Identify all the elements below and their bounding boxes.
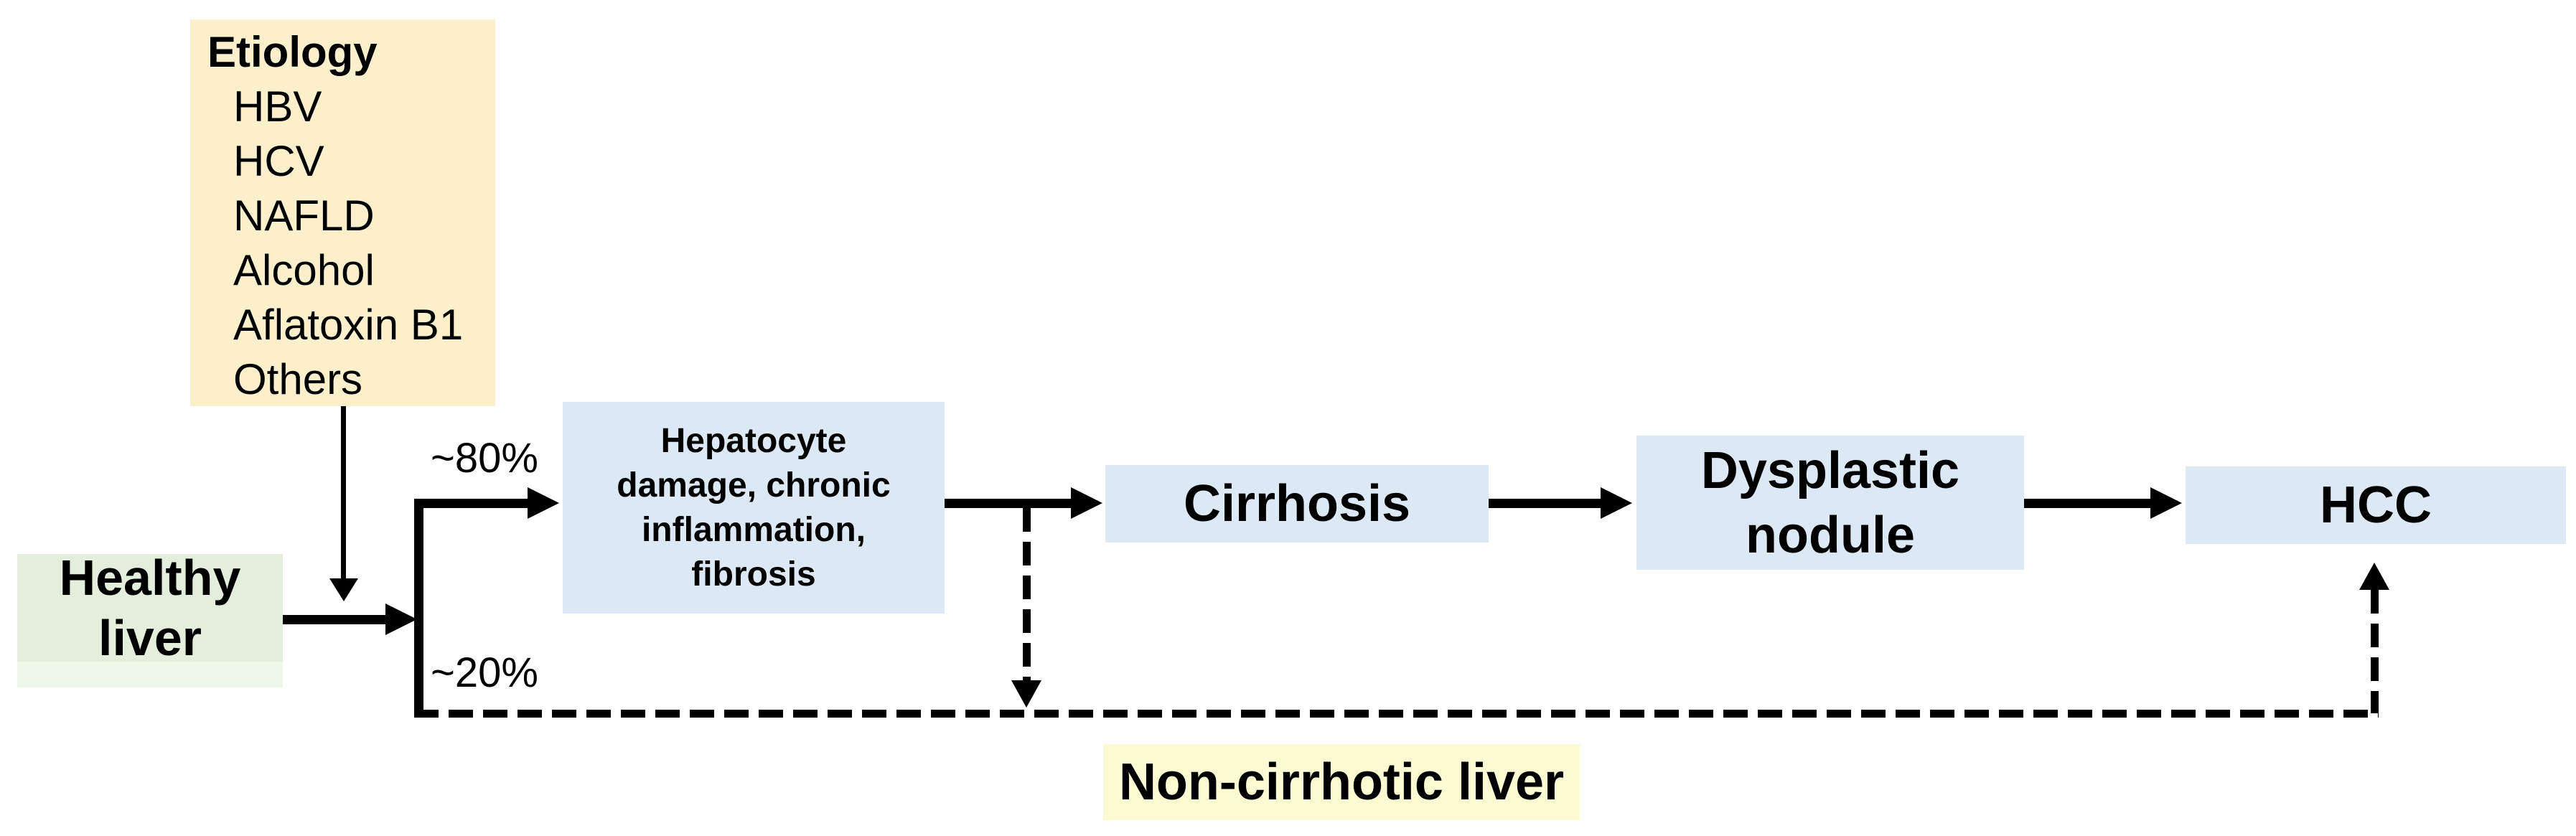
hepatocyte-to-cirrhosis-arrow-shaft — [945, 499, 1072, 508]
etiology-arrow-head-icon — [329, 578, 358, 601]
cirrhosis-label: Cirrhosis — [1183, 475, 1411, 532]
chain-to-noncirrhotic-arrow-head-icon — [1011, 680, 1041, 708]
dysplastic-nodule-label: Dysplastic nodule — [1700, 441, 1960, 564]
noncirrhotic-to-hcc-arrow-head-icon — [2359, 563, 2389, 590]
noncirrhotic-dashed-line — [414, 710, 2379, 718]
etiology-title: Etiology — [207, 28, 378, 76]
etiology-item-others: Others — [233, 355, 363, 403]
branch-to-hepatocyte-arrow-head-icon — [528, 487, 559, 519]
hepatocyte-damage-label: Hepatocyte damage, chronic inflammation,… — [617, 421, 891, 593]
dysplastic-nodule-box: Dysplastic nodule — [1636, 436, 2024, 570]
healthy-liver-box-accent — [17, 662, 283, 687]
healthy-liver-label: Healthy liver — [59, 550, 241, 666]
branch-to-hepatocyte-arrow-shaft — [414, 499, 529, 508]
cirrhosis-box: Cirrhosis — [1105, 465, 1489, 543]
etiology-item-aflatoxin: Aflatoxin B1 — [233, 301, 464, 349]
non-cirrhotic-liver-label: Non-cirrhotic liver — [1118, 753, 1565, 811]
branch-vertical-line — [414, 499, 423, 718]
etiology-box: Etiology HBV HCV NAFLD Alcohol Aflatoxin… — [190, 19, 495, 406]
noncirrhotic-to-hcc-dashed-shaft — [2371, 590, 2379, 713]
etiology-item-nafld: NAFLD — [233, 192, 375, 240]
etiology-arrow-shaft — [341, 406, 346, 580]
hcc-label: HCC — [2320, 476, 2432, 534]
chain-to-noncirrhotic-dashed-shaft — [1023, 508, 1031, 682]
pct-20-label: ~20% — [431, 649, 538, 696]
non-cirrhotic-liver-box: Non-cirrhotic liver — [1103, 744, 1580, 820]
pct-80-label: ~80% — [431, 435, 538, 482]
etiology-item-hbv: HBV — [233, 83, 322, 131]
etiology-item-alcohol: Alcohol — [233, 246, 375, 294]
dysplastic-to-hcc-arrow-shaft — [2024, 499, 2152, 508]
healthy-to-branch-arrow-shaft — [283, 615, 390, 624]
cirrhosis-to-dysplastic-arrow-shaft — [1489, 499, 1602, 508]
dysplastic-to-hcc-arrow-head-icon — [2150, 487, 2182, 519]
cirrhosis-to-dysplastic-arrow-head-icon — [1601, 487, 1632, 519]
etiology-list: HBV HCV NAFLD Alcohol Aflatoxin B1 Other… — [207, 80, 495, 407]
healthy-liver-box: Healthy liver — [17, 550, 283, 687]
hepatocyte-to-cirrhosis-arrow-head-icon — [1071, 487, 1102, 519]
etiology-item-hcv: HCV — [233, 137, 324, 185]
healthy-to-branch-arrow-head-icon — [385, 603, 417, 635]
hcc-box: HCC — [2186, 466, 2566, 544]
hepatocyte-damage-box: Hepatocyte damage, chronic inflammation,… — [563, 402, 945, 614]
